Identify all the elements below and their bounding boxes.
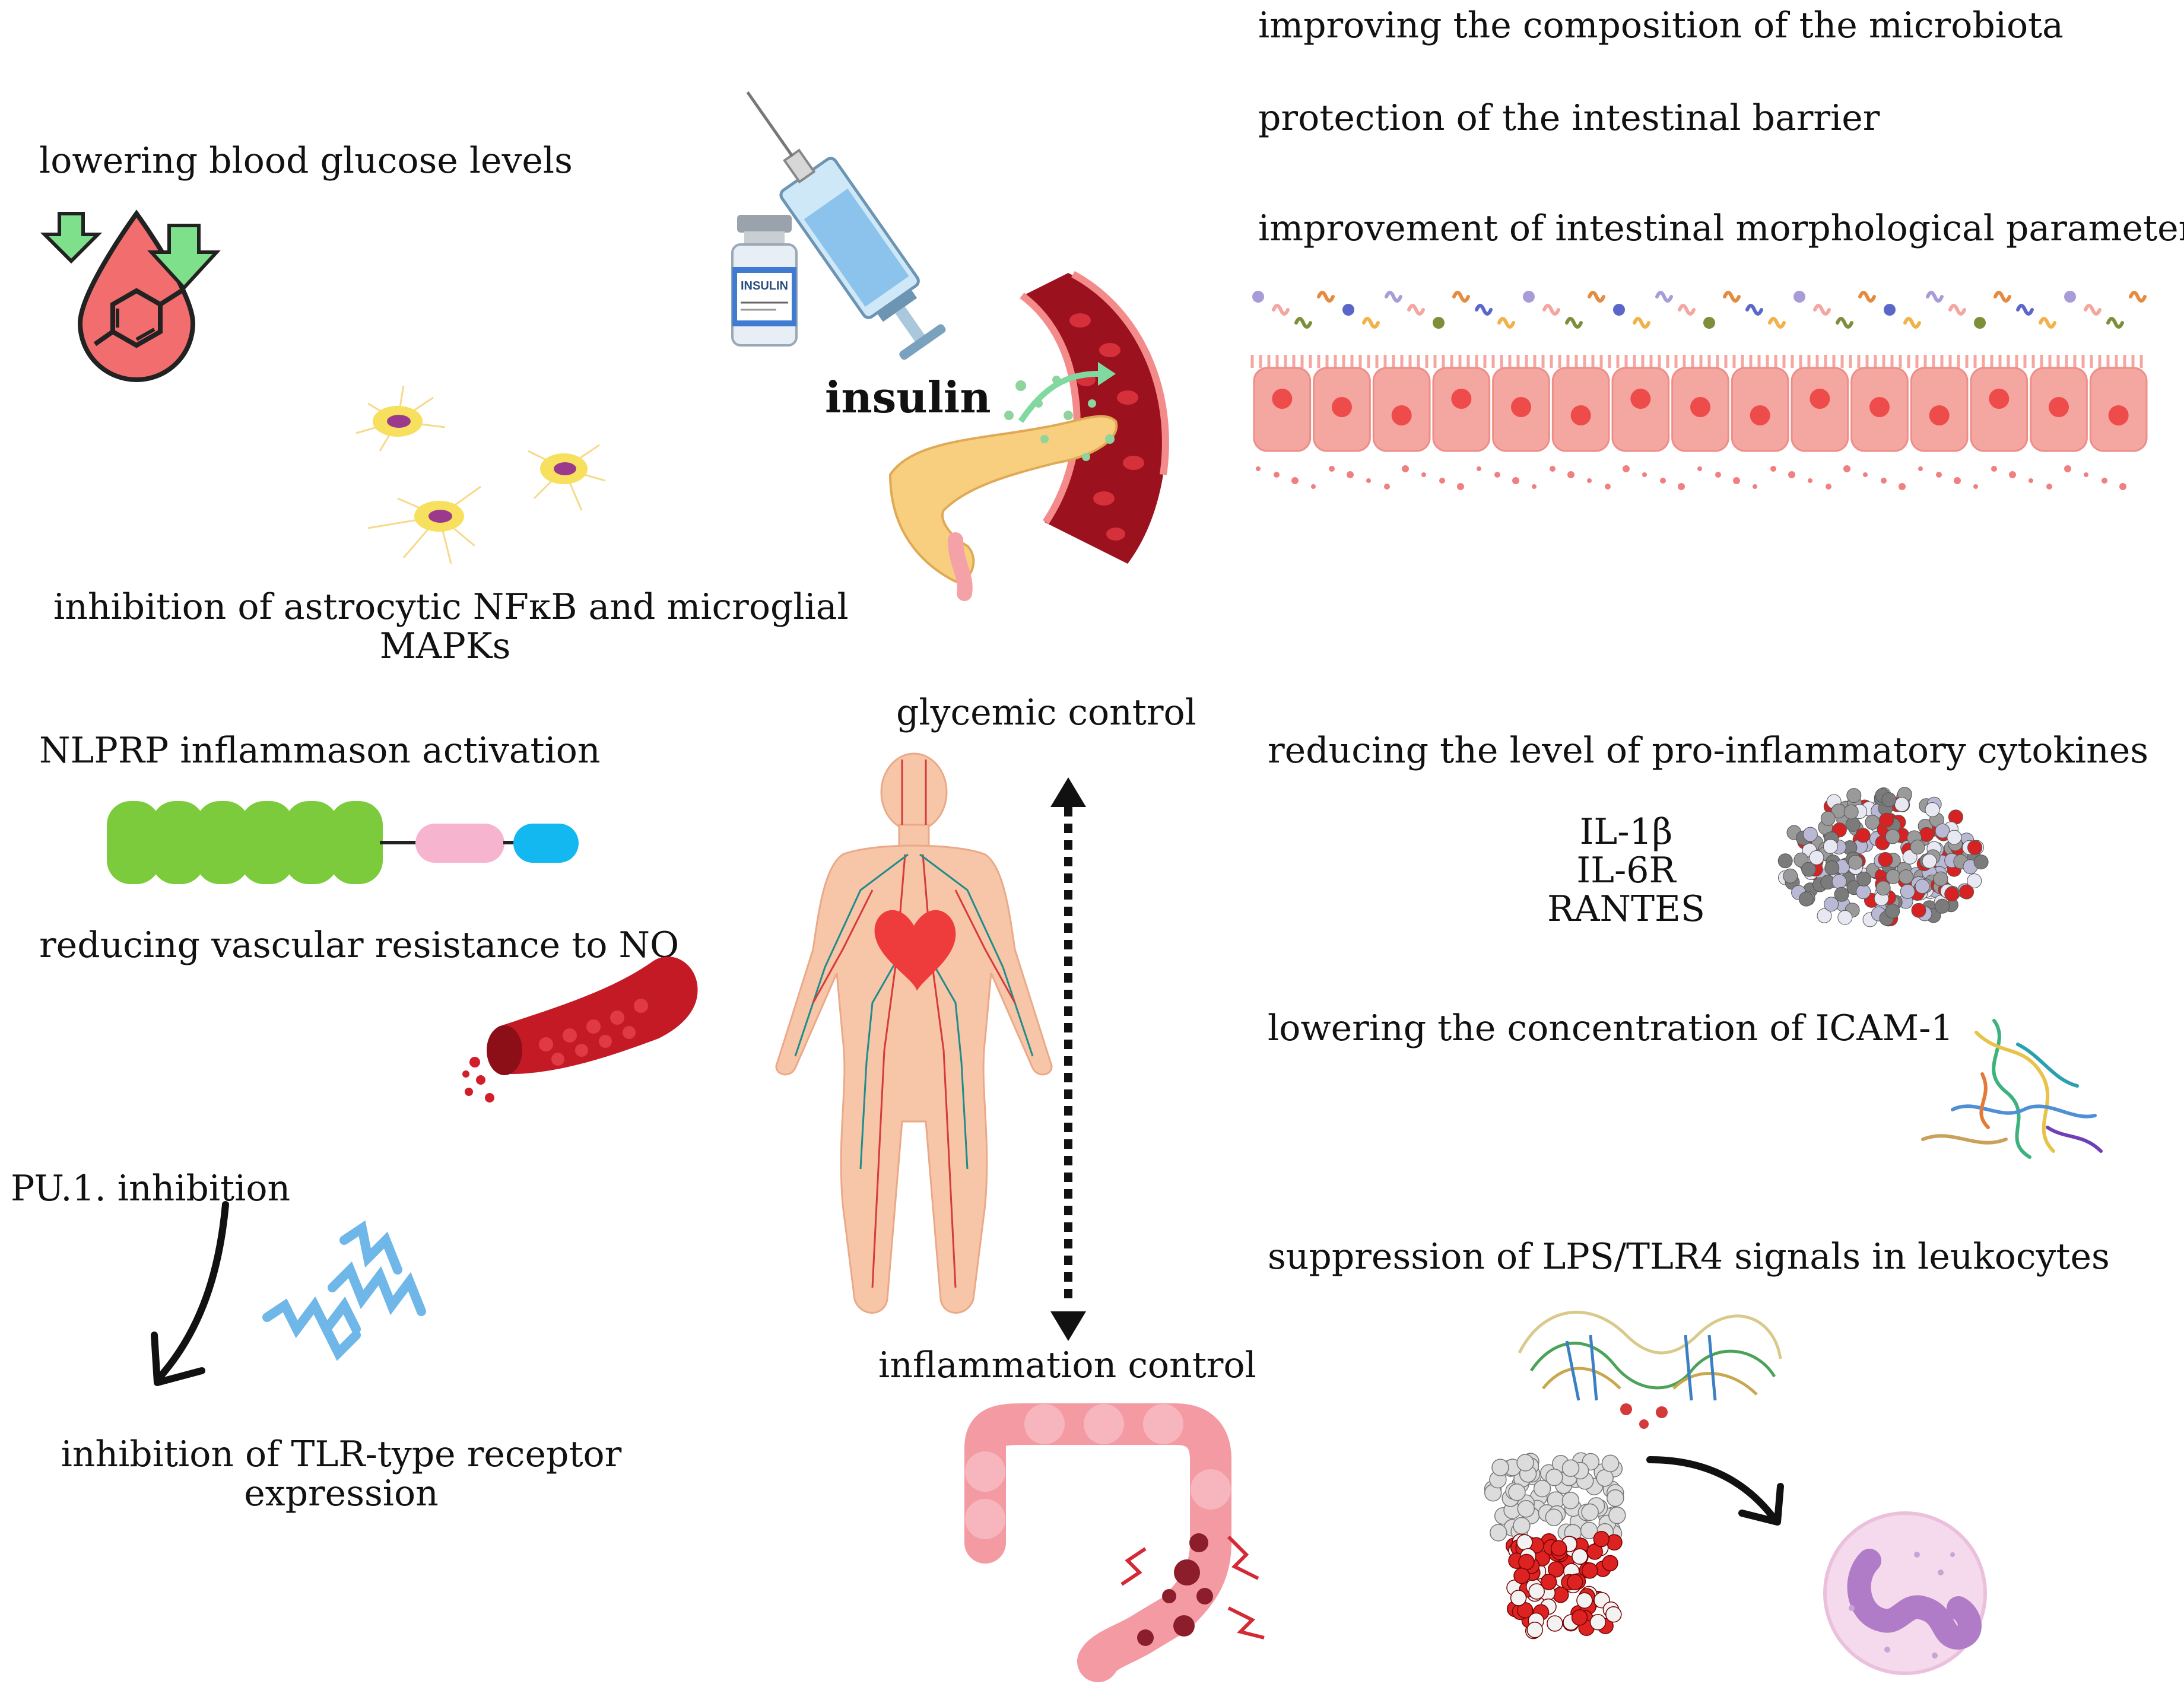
label-pu1: PU.1. inhibition [11, 1168, 291, 1209]
label-tlr-line2: expression [244, 1473, 439, 1514]
neutrophil-icon [1823, 1511, 1987, 1675]
label-il6r: IL-6R [1576, 849, 1676, 891]
lps-molecule-icon [1484, 1452, 1626, 1639]
double-arrow-icon [1050, 777, 1086, 1341]
label-astrocytic-line1: inhibition of astrocytic NFκB and microg… [53, 586, 849, 628]
label-glycemic-control: glycemic control [896, 692, 1196, 733]
label-il1b: IL-1β [1579, 811, 1673, 853]
insulin-particles [1004, 376, 1115, 461]
label-rantes: RANTES [1547, 888, 1705, 930]
label-astrocytic: inhibition of astrocytic NFκB and microg… [53, 586, 849, 667]
astrocytes-icon [355, 385, 606, 564]
label-inflammation-control: inflammation control [878, 1345, 1256, 1386]
label-cytokines: reducing the level of pro-inflammatory c… [1268, 730, 2149, 771]
intestinal-epithelium-icon [1250, 291, 2148, 490]
label-lps: suppression of LPS/TLR4 signals in leuko… [1268, 1236, 2110, 1278]
colon-icon [964, 1403, 1265, 1682]
human-body-icon [775, 752, 1053, 1314]
label-lowering-glucose: lowering blood glucose levels [39, 140, 573, 182]
tlr4-protein-icon [1518, 1310, 1782, 1429]
pancreas-vessel-icon [888, 271, 1169, 601]
label-tlr: inhibition of TLR-type receptor expressi… [36, 1435, 647, 1513]
insulin-syringe-icon [746, 91, 946, 360]
label-astrocytic-line2: MAPKs [379, 625, 511, 667]
protein-helix-icon [262, 1220, 426, 1361]
down-arrow-icon [147, 224, 221, 291]
label-insulin: insulin [825, 372, 991, 422]
curved-arrow-icon [151, 1201, 229, 1386]
inflammation-spots [1137, 1533, 1213, 1646]
label-barrier: protection of the intestinal barrier [1258, 97, 1880, 139]
cytokine-list: IL-1β IL-6R RANTES [1519, 813, 1733, 928]
curved-arrow-icon [1646, 1456, 1784, 1526]
down-arrow-icon [40, 212, 103, 264]
label-microbiota: improving the composition of the microbi… [1258, 5, 2064, 46]
cytokine-protein-icon [1777, 787, 1989, 927]
label-icam: lowering the concentration of ICAM-1 [1268, 1008, 1954, 1049]
insulin-flow-arrow [1018, 371, 1099, 423]
nlrp-inflammasome-icon [107, 801, 579, 884]
icam-protein-icon [1921, 1019, 2103, 1159]
label-nlrp: NLPRP inflammason activation [39, 730, 601, 771]
heart-icon [874, 910, 956, 991]
label-morph: improvement of intestinal morphological … [1258, 208, 2184, 249]
label-tlr-line1: inhibition of TLR-type receptor [61, 1434, 622, 1475]
blood-vessel-icon [462, 957, 698, 1102]
insulin-vial-icon: INSULIN [731, 215, 798, 347]
vial-label-text: INSULIN [741, 279, 788, 293]
label-vascular: reducing vascular resistance to NO [39, 924, 680, 966]
blood-drop-glucose-icon [40, 209, 221, 382]
